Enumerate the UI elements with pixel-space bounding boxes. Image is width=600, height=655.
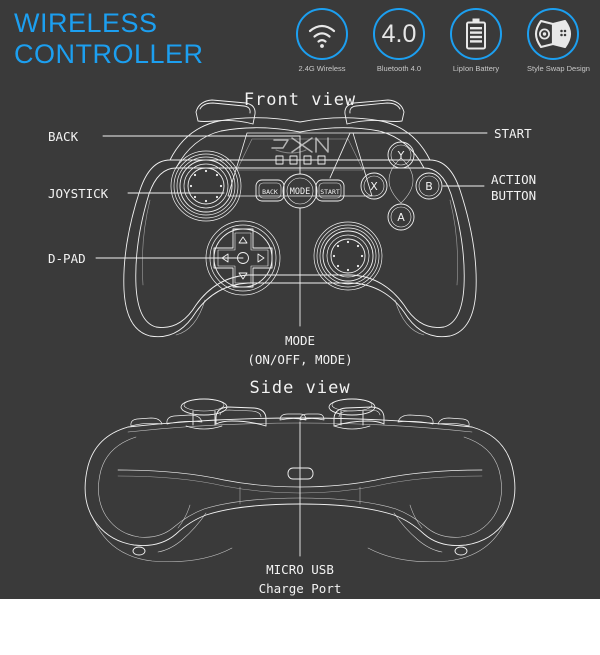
badge-caption: 2.4G Wireless xyxy=(298,64,346,73)
center-button-start: START xyxy=(315,179,345,202)
svg-text:MODE: MODE xyxy=(290,187,310,197)
badge-ring xyxy=(527,8,579,60)
led-indicator-row xyxy=(275,155,326,165)
leader-start-drop xyxy=(329,132,351,179)
diagram-panel: WIRELESS CONTROLLER 2.4G Wireless 4.0 Bl… xyxy=(0,0,600,599)
action-buttons-cluster: Y X B A xyxy=(360,141,443,231)
badge-caption: Style Swap Design xyxy=(527,64,590,73)
feature-badge-style-swap: Style Swap Design xyxy=(527,8,590,73)
micro-usb-port xyxy=(287,467,314,480)
battery-icon xyxy=(466,18,486,50)
front-view-body xyxy=(123,99,477,338)
center-button-mode: MODE xyxy=(282,173,318,209)
page-title: WIRELESS CONTROLLER xyxy=(14,8,204,69)
svg-text:START: START xyxy=(320,188,340,196)
right-joystick xyxy=(313,221,383,291)
controller-schematic: BACK MODE START xyxy=(84,99,516,563)
badge-caption: LipIon Battery xyxy=(452,64,500,73)
side-view-body xyxy=(84,398,516,563)
dpad xyxy=(205,220,281,296)
badge-caption: Bluetooth 4.0 xyxy=(376,64,422,73)
side-view-left-stick xyxy=(180,398,228,430)
badge-ring xyxy=(450,8,502,60)
brand-logo-pxn xyxy=(271,137,329,154)
callout-start: START xyxy=(494,126,532,141)
action-button-b: B xyxy=(415,172,443,200)
callout-mode: MODE (ON/OFF, MODE) xyxy=(247,333,353,367)
side-view-title: Side view xyxy=(249,378,351,398)
gamepad-icon xyxy=(534,19,572,49)
callout-leader-lines xyxy=(95,132,488,327)
left-joystick xyxy=(170,150,242,222)
svg-text:Y: Y xyxy=(397,149,405,162)
svg-text:B: B xyxy=(425,180,433,193)
badge-ring xyxy=(296,8,348,60)
svg-text:X: X xyxy=(370,180,378,193)
callout-back: BACK xyxy=(48,129,79,144)
callout-action-button: ACTION BUTTON xyxy=(491,172,537,203)
center-button-back: BACK xyxy=(255,179,285,202)
action-button-x: X xyxy=(360,172,388,200)
feature-badge-bluetooth: 4.0 Bluetooth 4.0 xyxy=(373,8,425,73)
badge-ring: 4.0 xyxy=(373,8,425,60)
front-view-title: Front view xyxy=(243,90,357,110)
svg-text:BACK: BACK xyxy=(262,188,278,196)
action-button-y: Y xyxy=(387,141,415,169)
side-view-right-stick xyxy=(328,398,376,430)
callout-joystick: JOYSTICK xyxy=(48,186,109,201)
feature-badge-battery: LipIon Battery xyxy=(450,8,502,73)
bluetooth-version-icon: 4.0 xyxy=(381,19,417,48)
callout-dpad: D-PAD xyxy=(48,251,86,266)
callout-micro-usb: MICRO USB Charge Port xyxy=(258,562,342,596)
action-button-a: A xyxy=(387,203,415,231)
svg-text:A: A xyxy=(397,211,405,224)
feature-badge-wifi: 2.4G Wireless xyxy=(296,8,348,73)
wifi-icon xyxy=(308,24,336,48)
